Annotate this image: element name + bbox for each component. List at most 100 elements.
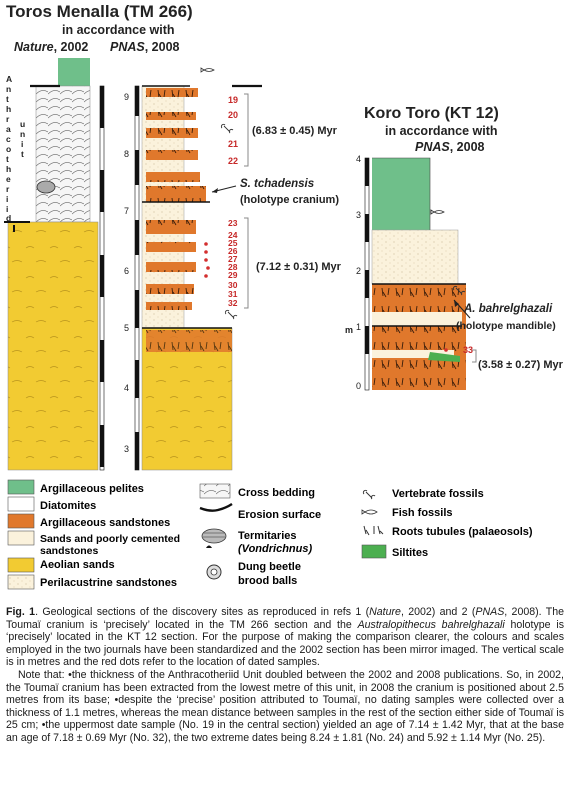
svg-text:n: n: [6, 84, 11, 94]
fish-fossil-icon: [200, 67, 215, 73]
svg-text:9: 9: [124, 92, 129, 102]
legend-swatch-aeolian: [7, 557, 35, 573]
legend-swatch-sands: [7, 530, 35, 546]
svg-text:19: 19: [228, 95, 238, 105]
svg-text:31: 31: [228, 289, 238, 299]
roots-tubules-icon: [363, 525, 384, 536]
svg-text:24: 24: [228, 230, 238, 240]
svg-text:t: t: [21, 149, 24, 159]
svg-text:c: c: [6, 134, 11, 144]
age-upper: (6.83 ± 0.45) Myr: [252, 125, 338, 137]
legend-cross-bedding: Cross bedding: [238, 487, 315, 499]
legend-swatch-cross-bedding: [199, 483, 231, 499]
kt-fish-fossil-icon: [430, 209, 445, 215]
caption-species: Australopithecus bahrelghazali: [357, 618, 505, 631]
pnas-2008-label: PNAS, 2008: [110, 40, 180, 54]
bracket-upper: [244, 93, 249, 167]
svg-text:4: 4: [356, 154, 361, 164]
kt-layer-sands: [371, 229, 459, 285]
kt-subtitle: in accordance with: [385, 124, 498, 138]
age-lower: (7.12 ± 0.31) Myr: [256, 261, 342, 273]
kt-bracket: [472, 349, 477, 363]
svg-text:7: 7: [124, 206, 129, 216]
svg-text:t: t: [6, 154, 9, 164]
svg-text:h: h: [6, 164, 11, 174]
kt-vertebrate-fossil-icon: [453, 286, 466, 296]
anthracotheriid-unit-label: A n t h r a c o t h e r i i d u n i t: [6, 74, 25, 232]
legend-swatch-siltites: [361, 544, 387, 559]
svg-text:2: 2: [356, 266, 361, 276]
legend-aeolian: Aeolian sands: [40, 559, 115, 571]
column-kt12: [371, 157, 466, 390]
svg-text:8: 8: [124, 149, 129, 159]
svg-text:i: i: [6, 204, 8, 214]
tm-scale-numbers: 9 8 7 6 5 4 3: [124, 92, 129, 454]
sample-numbers-lower: 23 24 25 26 27 28 29 30 31 32: [228, 218, 238, 308]
legend-dung-line2: brood balls: [238, 575, 297, 587]
species-tm: S. tchadensis: [240, 178, 314, 190]
caption-journal-pnas: PNAS: [475, 606, 505, 618]
scale-bar-2008: [134, 84, 262, 471]
svg-text:28: 28: [228, 262, 238, 272]
svg-text:u: u: [20, 119, 25, 129]
termitary-legend-icon: [201, 528, 227, 544]
tm-subtitle: in accordance with: [62, 23, 175, 37]
erosion-surface-icon: [199, 502, 233, 512]
svg-text:i: i: [21, 139, 23, 149]
svg-text:0: 0: [356, 381, 361, 391]
svg-text:t: t: [6, 94, 9, 104]
figure-caption: Fig. 1. Geological sections of the disco…: [6, 606, 564, 745]
termitary-icon: [36, 180, 56, 194]
legend-swatch-pelites: [7, 479, 35, 495]
svg-text:25: 25: [228, 238, 238, 248]
column-2002: [4, 58, 99, 471]
nature-2002-label: Nature, 2002: [14, 40, 88, 54]
figure-label: Fig. 1: [6, 606, 36, 618]
kt-scale-numbers: 4 3 2 1 0 m: [345, 154, 361, 391]
svg-text:m: m: [345, 325, 353, 335]
caption-text: , 2002) and 2 (: [400, 606, 476, 618]
svg-text:1: 1: [356, 322, 361, 332]
legend-dung-line1: Dung beetle: [238, 561, 301, 573]
kt-sample-number: 33: [463, 345, 473, 355]
legend: Argillaceous pelites Diatomites Argillac…: [7, 479, 533, 590]
svg-text:32: 32: [228, 298, 238, 308]
legend-perilacustrine: Perilacustrine sandstones: [40, 577, 177, 589]
vertebrate-fossil-icon: [221, 124, 234, 134]
caption-journal-nature: Nature: [369, 606, 401, 618]
svg-text:23: 23: [228, 218, 238, 228]
legend-swatch-diatomites: [7, 496, 35, 512]
vertebrate-fossil-legend-icon: [362, 489, 376, 500]
legend-argillaceous-sandstones: Argillaceous sandstones: [40, 517, 170, 529]
legend-sands-line2: sandstones: [40, 545, 99, 557]
layer-pelites-2002: [58, 58, 90, 86]
column-2008: [141, 67, 238, 471]
svg-text:4: 4: [124, 383, 129, 393]
kt-pnas-label: PNAS, 2008: [415, 140, 485, 154]
species-kt: A. bahrelghazali: [463, 303, 553, 315]
layer-aeolian-2002: [7, 221, 99, 471]
svg-text:o: o: [6, 144, 11, 154]
legend-diatomites: Diatomites: [40, 500, 96, 512]
bracket-lower: [244, 217, 249, 309]
layer-sands-2002: [35, 85, 91, 223]
svg-text:i: i: [6, 194, 8, 204]
svg-text:h: h: [6, 104, 11, 114]
legend-siltites: Siltites: [392, 547, 428, 559]
caption-text: holotype is ‘precisely’ located in the K…: [6, 618, 564, 669]
svg-text:21: 21: [228, 139, 238, 149]
scale-bar-2002: [99, 85, 105, 471]
scale-bar-kt: [364, 157, 370, 391]
legend-swatch-argillaceous-sandstones: [7, 513, 35, 529]
legend-roots-tubules: Roots tubules (palaeosols): [392, 526, 533, 538]
geological-sections-figure: Toros Menalla (TM 266) in accordance wit…: [4, 2, 564, 590]
legend-termitaries: Termitaries: [238, 530, 297, 542]
svg-text:A: A: [6, 74, 12, 84]
svg-text:26: 26: [228, 246, 238, 256]
svg-text:27: 27: [228, 254, 238, 264]
age-kt: (3.58 ± 0.27) Myr: [478, 359, 564, 371]
legend-vertebrate-fossils: Vertebrate fossils: [392, 488, 484, 500]
legend-vondrichnus: (Vondrichnus): [238, 543, 312, 555]
svg-text:n: n: [20, 129, 25, 139]
fish-fossil-legend-icon: [361, 509, 378, 515]
